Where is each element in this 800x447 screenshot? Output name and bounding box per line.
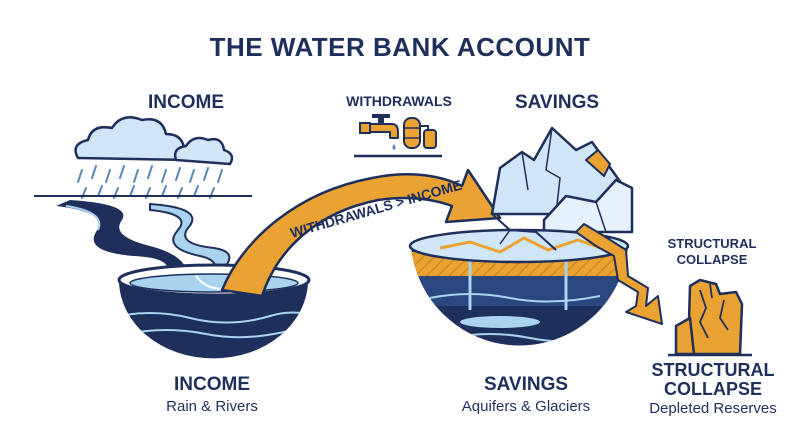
withdrawals-label: WITHDRAWALS (346, 93, 452, 109)
rain-icon (77, 165, 223, 199)
income-subtitle: Rain & Rivers (166, 398, 258, 415)
faucet-icon (359, 114, 399, 150)
collapse-bottom-line1: STRUCTURAL (652, 360, 775, 380)
collapsed-pillar-icon (668, 278, 752, 357)
collapse-top-line2: COLLAPSE (677, 252, 748, 267)
collapse-arrow (575, 223, 663, 325)
collapse-subtitle: Depleted Reserves (649, 400, 777, 417)
cloud-icon (74, 116, 234, 166)
water-tank-icon (354, 117, 442, 158)
glacier-icon (490, 126, 634, 234)
collapse-bottom-line2: COLLAPSE (664, 379, 762, 399)
income-bowl (117, 263, 311, 359)
page-title: THE WATER BANK ACCOUNT (210, 32, 591, 62)
savings-subtitle: Aquifers & Glaciers (462, 398, 590, 415)
collapse-top-line1: STRUCTURAL (668, 236, 757, 251)
income-top-label: INCOME (148, 92, 224, 113)
aquifer-section (408, 213, 630, 346)
income-bottom-label: INCOME (174, 374, 250, 395)
savings-bottom-label: SAVINGS (484, 374, 568, 395)
savings-top-label: SAVINGS (515, 92, 599, 113)
